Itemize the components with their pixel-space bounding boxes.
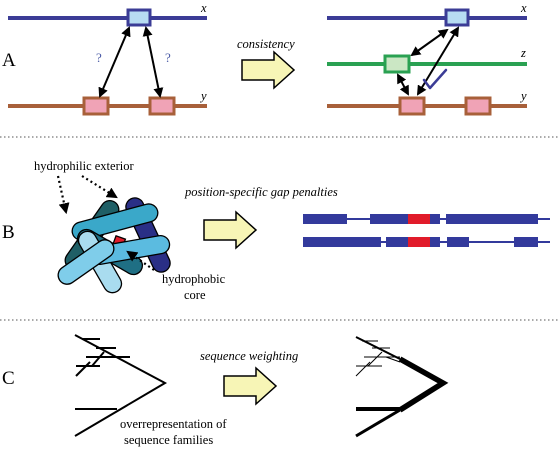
tree-leaf-5: [91, 351, 105, 367]
sequence-y-label: y: [199, 89, 207, 103]
panel-a-right-alignment: x z y: [327, 1, 527, 116]
sequence-z-label: z: [520, 46, 526, 60]
seq2-block-3: [430, 237, 440, 247]
hydrophobic-label: hydrophobic: [162, 272, 226, 286]
seq1-block-3: [430, 214, 440, 224]
sequence-y-residue-box-2: [148, 96, 176, 116]
sequence-x-residue-box-right: [444, 8, 470, 27]
consistency-arrow-zy: [397, 73, 409, 96]
exterior-arrow-1: [56, 175, 70, 215]
seq2-red-block: [408, 237, 430, 247]
seq2-block-4: [447, 237, 469, 247]
panel-b: B hydrophilic exterior hydrophobic core …: [2, 159, 550, 302]
helix-top: [71, 203, 159, 241]
consistency-arrow-xy: [416, 26, 460, 96]
tree-main-branches: [74, 334, 168, 437]
question-mark-2: ?: [165, 50, 171, 65]
exterior-arrow-2: [81, 175, 118, 199]
sequence-y-residue-box-1: [82, 96, 110, 116]
block-right-arrow-icon: [241, 50, 296, 90]
wtree-leaf-7: [385, 356, 401, 363]
helix-front-left: [57, 239, 115, 285]
overrepresentation-label: overrepresentation of: [120, 417, 227, 431]
panel-c: C overrepresentation of sequence familie…: [2, 334, 449, 447]
sequence-families-label: sequence families: [124, 433, 213, 447]
gapped-alignment: [303, 214, 550, 247]
gap-penalties-label: position-specific gap penalties: [184, 185, 338, 199]
consistency-arrow-xz: [410, 28, 449, 57]
seq1-red-block: [408, 214, 430, 224]
question-mark-1: ?: [96, 50, 102, 65]
consistency-label: consistency: [237, 37, 295, 51]
alignment-arrow-1: [98, 26, 131, 98]
seq1-block-1: [303, 214, 347, 224]
sequence-x-label-right: x: [520, 1, 527, 15]
sequence-x-residue-box: [126, 8, 152, 27]
seq2-block-5: [514, 237, 538, 247]
seq2-block-1: [303, 237, 381, 247]
panel-a: A x y ? ? consistency x z y: [2, 1, 527, 116]
sequence-x-label: x: [200, 1, 207, 15]
wtree-leaf-6: [355, 361, 371, 377]
alignment-arrow-2: [142, 26, 164, 98]
protein-helix-bundle: [57, 197, 171, 294]
hydrophilic-exterior-label: hydrophilic exterior: [34, 159, 134, 173]
check-mark-icon: [422, 68, 448, 90]
sequence-y-residue-box-right-2: [464, 96, 492, 116]
block-right-arrow-icon: [203, 210, 258, 250]
core-arrow: [126, 250, 155, 271]
block-right-arrow-icon: [223, 366, 278, 406]
tree-leaf-6: [75, 361, 91, 377]
panel-a-label: A: [2, 50, 16, 71]
wtree-lower: [355, 408, 401, 438]
sequence-z-residue-box: [383, 54, 411, 74]
panel-a-left-alignment: x y ? ?: [8, 1, 207, 116]
panel-b-label: B: [2, 222, 15, 243]
wtree-main-thick: [398, 356, 449, 413]
core-label: core: [184, 288, 206, 302]
weighted-tree: [355, 336, 449, 438]
sequence-weighting-label: sequence weighting: [200, 349, 298, 363]
sequence-y-label-right: y: [519, 89, 527, 103]
panel-c-label: C: [2, 368, 15, 389]
unweighted-tree: [74, 334, 168, 437]
seq2-block-2: [386, 237, 408, 247]
seq1-block-4: [446, 214, 538, 224]
seq1-block-2: [370, 214, 408, 224]
sequence-y-residue-box-right-1: [398, 96, 426, 116]
wtree-leaf-5: [367, 351, 383, 367]
